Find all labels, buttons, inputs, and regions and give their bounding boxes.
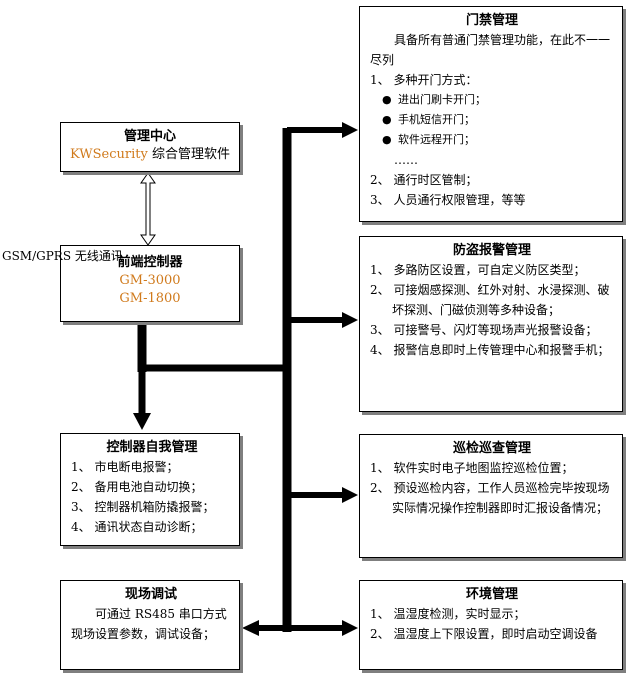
self-management-title: 控制器自我管理 — [106, 440, 198, 455]
alarm-item-4: 4、 报警信息即时上传管理中心和报警手机； — [370, 343, 610, 357]
patrol-title: 巡检巡查管理 — [452, 441, 531, 456]
wireless-link-arrow — [140, 172, 156, 246]
alarm-box: 防盗报警管理 1、 多路防区设置，可自定义防区类型； 2、 可接烟感探测、红外对… — [359, 236, 623, 412]
access-control-title: 门禁管理 — [465, 13, 518, 28]
onsite-debug-box: 现场调试 可通过 RS485 串口方式现场设置参数，调试设备； — [60, 580, 240, 670]
alarm-item-2: 2、 可接烟感探测、红外对射、水浸探测、破坏探测、门磁侦测等多种设备； — [370, 283, 610, 317]
access-bullet-1: ● 进出门刷卡开门； — [370, 90, 614, 110]
access-ellipsis: …… — [394, 153, 418, 167]
management-center-box: 管理中心 KWSecurity 综合管理软件 — [60, 122, 240, 172]
bullet-icon: ● — [382, 113, 392, 126]
alarm-item-1: 1、 多路防区设置，可自定义防区类型； — [370, 263, 586, 277]
wireless-link-label: GSM/GPRS 无线通讯 — [2, 249, 123, 263]
management-center-title: 管理中心 — [123, 129, 176, 144]
self-item-3: 3、 控制器机箱防撬报警； — [71, 500, 215, 514]
access-bullet-text-2: 手机短信开门； — [398, 113, 475, 126]
arrow-heads — [133, 122, 358, 636]
patrol-box: 巡检巡查管理 1、 软件实时电子地图监控巡检位置； 2、 预设巡检内容，工作人员… — [359, 434, 623, 558]
bullet-icon: ● — [382, 93, 392, 106]
bullet-icon: ● — [382, 133, 392, 146]
access-item-2: 2、 通行时区管制； — [370, 173, 478, 187]
access-bullet-text-1: 进出门刷卡开门； — [398, 93, 486, 106]
trunk-lines — [137, 127, 345, 632]
front-controller-title: 前端控制器 — [117, 255, 183, 270]
self-management-box: 控制器自我管理 1、 市电断电报警； 2、 备用电池自动切换； 3、 控制器机箱… — [60, 433, 240, 546]
alarm-item-3: 3、 可接警号、闪灯等现场声光报警设备； — [370, 323, 598, 337]
controller-model-2: GM-1800 — [119, 291, 181, 306]
onsite-debug-title: 现场调试 — [124, 587, 177, 602]
environment-box: 环境管理 1、 温湿度检测，实时显示； 2、 温湿度上下限设置，即时启动空调设备 — [359, 580, 623, 670]
environment-item-2: 2、 温湿度上下限设置，即时启动空调设备 — [370, 627, 598, 641]
access-item-3: 3、 人员通行权限管理，等等 — [370, 193, 526, 207]
controller-model-1: GM-3000 — [119, 273, 181, 288]
patrol-item-2: 2、 预设巡检内容，工作人员巡检完毕按现场实际情况操作控制器即时汇报设备情况； — [370, 481, 610, 515]
arrow-to-patrol — [342, 487, 358, 503]
arrow-to-alarm — [342, 312, 358, 328]
patrol-item-1: 1、 软件实时电子地图监控巡检位置； — [370, 461, 574, 475]
arrow-to-environment — [342, 620, 358, 636]
self-item-1: 1、 市电断电报警； — [71, 460, 179, 474]
arrow-to-debug — [242, 620, 259, 636]
access-control-box: 门禁管理 具备所有普通门禁管理功能，在此不一一尽列 1、 多种开门方式： ● 进出… — [359, 6, 623, 222]
access-bullet-text-3: 软件远程开门； — [398, 133, 475, 146]
alarm-title: 防盗报警管理 — [452, 243, 531, 258]
front-controller-box: 前端控制器 GM-3000 GM-1800 — [60, 245, 240, 322]
onsite-debug-text: 可通过 RS485 串口方式现场设置参数，调试设备； — [71, 607, 227, 641]
access-bullet-3: ● 软件远程开门； — [370, 130, 614, 150]
self-item-2: 2、 备用电池自动切换； — [71, 480, 203, 494]
access-control-intro: 具备所有普通门禁管理功能，在此不一一尽列 — [370, 33, 611, 67]
access-bullet-2: ● 手机短信开门； — [370, 110, 614, 130]
management-software: KWSecurity 综合管理软件 — [70, 147, 230, 162]
environment-title: 环境管理 — [465, 587, 518, 602]
arrow-to-self — [133, 413, 151, 430]
arrow-to-access — [342, 122, 358, 138]
self-item-4: 4、 通讯状态自动诊断； — [71, 520, 203, 534]
environment-item-1: 1、 温湿度检测，实时显示； — [370, 607, 526, 621]
access-item-1: 1、 多种开门方式： — [370, 73, 478, 87]
